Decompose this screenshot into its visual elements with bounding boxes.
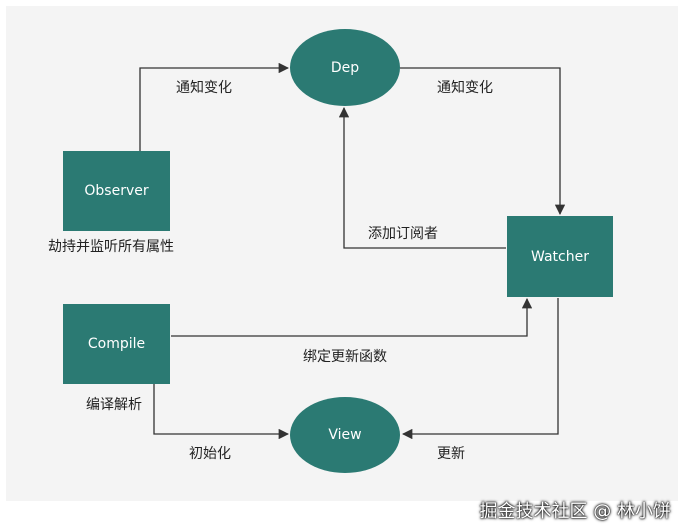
- node-watcher: Watcher: [507, 216, 613, 297]
- label-observer-to-dep: 通知变化: [176, 80, 232, 96]
- label-compile-to-watcher: 绑定更新函数: [303, 349, 387, 365]
- edge-watcher-to-dep: [338, 106, 506, 249]
- node-compile: Compile: [63, 304, 170, 384]
- label-compile-to-view: 初始化: [189, 446, 231, 462]
- caption-observer: 劫持并监听所有属性: [48, 239, 174, 255]
- node-view: View: [290, 397, 400, 473]
- node-observer: Observer: [63, 151, 170, 231]
- watermark-text: 掘金技术社区 @ 林小饼: [479, 501, 671, 522]
- edge-compile-to-view: [153, 384, 290, 440]
- node-dep: Dep: [290, 29, 400, 106]
- caption-compile: 编译解析: [86, 397, 142, 413]
- edge-observer-to-dep: [139, 62, 290, 151]
- label-watcher-to-view: 更新: [437, 446, 465, 462]
- edge-dep-to-watcher: [400, 67, 566, 216]
- edge-watcher-to-view: [401, 298, 559, 440]
- label-watcher-to-dep: 添加订阅者: [368, 226, 438, 242]
- label-dep-to-watcher: 通知变化: [437, 80, 493, 96]
- edge-compile-to-watcher: [171, 297, 533, 337]
